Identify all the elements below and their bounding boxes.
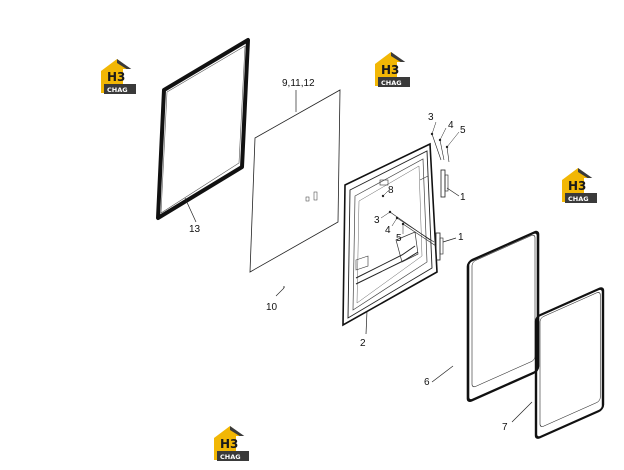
watermark-word: CHAG: [220, 453, 241, 461]
part-10-marker: [283, 286, 285, 288]
callout-6: 6: [424, 377, 430, 388]
callout-1-upper: 1: [460, 192, 466, 203]
callout-3-upper: 3: [428, 112, 434, 123]
part-7-outer-seal: [534, 287, 605, 439]
watermark-mark: H3: [568, 179, 586, 193]
part-2-window-frame: [342, 142, 438, 327]
watermark-logo-1: H3 CHAG: [101, 59, 137, 94]
leader-10: [275, 287, 285, 297]
callout-7: 7: [502, 422, 508, 433]
watermark-logo-2: H3 CHAG: [375, 52, 411, 87]
callout-8: 8: [388, 185, 394, 196]
watermark-mark: H3: [381, 63, 399, 77]
leader-1-upper: [446, 187, 460, 197]
part-1-lower-latch: [435, 232, 444, 261]
callout-1-lower: 1: [458, 232, 464, 243]
part-1-upper-latch: [440, 169, 449, 198]
callout-9-11-12: 9,11,12: [282, 78, 315, 89]
callout-4-upper: 4: [448, 120, 454, 131]
leader-1-lower: [442, 237, 457, 243]
part-13-window-seal: [156, 38, 250, 220]
watermark-logo-3: H3 CHAG: [562, 168, 598, 203]
watermark-logo-4: H3 CHAG: [214, 426, 250, 461]
watermark-word: CHAG: [381, 79, 402, 87]
callout-4-lower: 4: [385, 225, 391, 236]
fasteners-upper: [430, 121, 460, 163]
watermark-mark: H3: [107, 70, 125, 84]
callout-5-upper: 5: [460, 125, 466, 136]
callout-10: 10: [266, 302, 278, 313]
callout-2: 2: [360, 338, 366, 349]
callout-3-lower: 3: [374, 215, 380, 226]
watermark-word: CHAG: [107, 86, 128, 94]
leader-7: [511, 401, 533, 423]
callout-13: 13: [189, 224, 201, 235]
fasteners-lower: [380, 210, 437, 247]
watermark-word: CHAG: [568, 195, 589, 203]
watermark-mark: H3: [220, 437, 238, 451]
leader-6: [431, 365, 454, 383]
part-9-glass-pane: [249, 89, 341, 273]
part-6-inner-seal: [466, 230, 540, 403]
callout-5-lower: 5: [396, 233, 402, 244]
leader-13: [184, 197, 197, 223]
leader-8: [382, 190, 389, 197]
leader-2: [365, 310, 368, 335]
